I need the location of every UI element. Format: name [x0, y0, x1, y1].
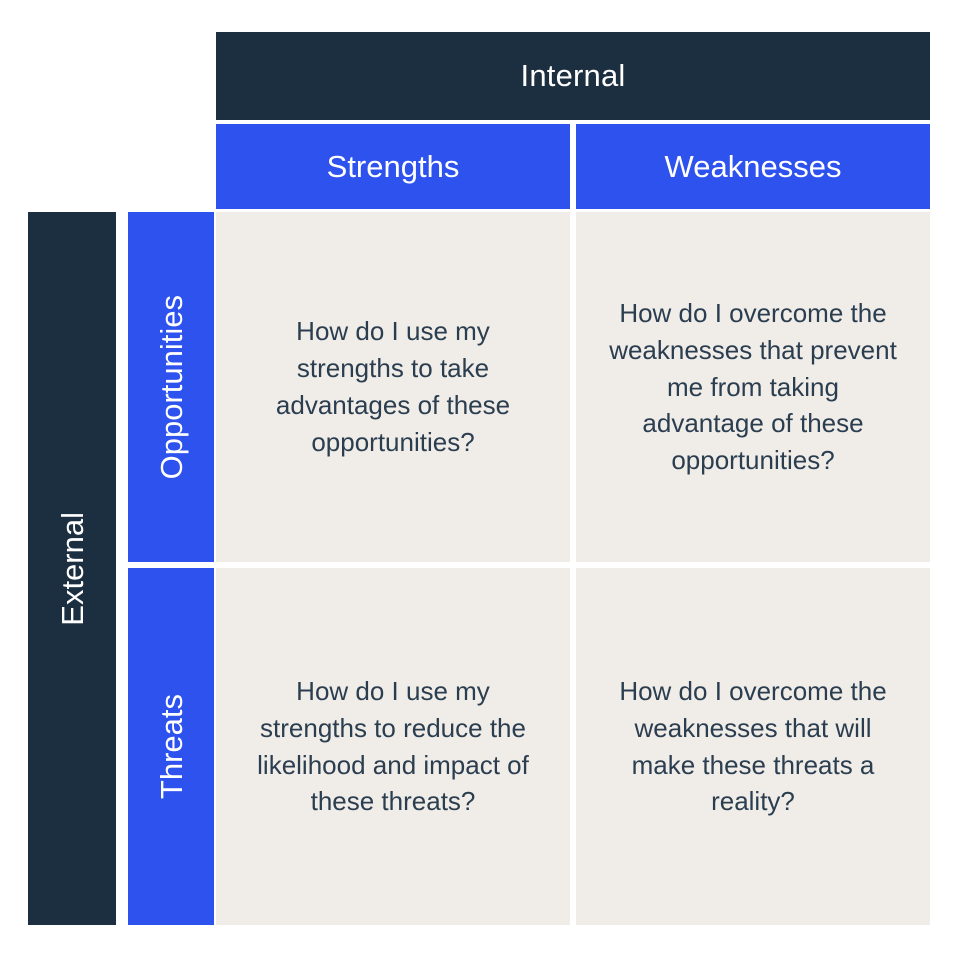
column-header-strengths-label: Strengths — [326, 148, 460, 184]
internal-axis-band: Internal — [216, 32, 930, 120]
matrix-cell-weaknesses-threats: How do I overcome the weaknesses that wi… — [576, 568, 930, 925]
matrix-cell-weaknesses-opportunities: How do I overcome the weaknesses that pr… — [576, 212, 930, 562]
external-axis-band: External — [28, 212, 116, 925]
external-axis-label: External — [54, 511, 90, 626]
column-header-strengths: Strengths — [216, 124, 570, 209]
matrix-cell-strengths-opportunities: How do I use my strengths to take advant… — [216, 212, 570, 562]
matrix-cell-strengths-threats: How do I use my strengths to reduce the … — [216, 568, 570, 925]
matrix-cell-strengths-threats-text: How do I use my strengths to reduce the … — [257, 675, 529, 817]
matrix-cell-weaknesses-threats-text: How do I overcome the weaknesses that wi… — [619, 675, 887, 817]
row-header-opportunities: Opportunities — [128, 212, 214, 562]
matrix-cell-weaknesses-opportunities-text: How do I overcome the weaknesses that pr… — [609, 297, 897, 476]
row-header-threats: Threats — [128, 568, 214, 925]
column-header-weaknesses-label: Weaknesses — [664, 148, 842, 184]
column-header-weaknesses: Weaknesses — [576, 124, 930, 209]
row-header-threats-label: Threats — [153, 693, 189, 800]
row-header-opportunities-label: Opportunities — [153, 294, 189, 480]
internal-axis-label: Internal — [520, 58, 626, 93]
matrix-cell-strengths-opportunities-text: How do I use my strengths to take advant… — [275, 316, 511, 457]
